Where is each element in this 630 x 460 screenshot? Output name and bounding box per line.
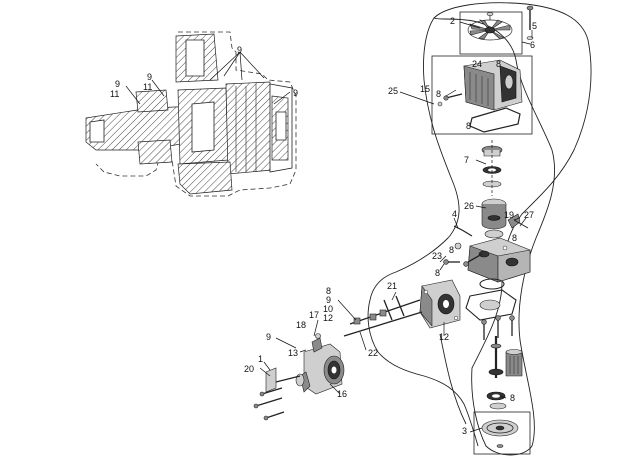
pump-block-assembly: [431, 55, 533, 135]
callout-9-stack: 9: [326, 295, 331, 305]
callout-8-stack: 8: [326, 286, 331, 296]
callout-23: 23: [432, 251, 442, 261]
callout-22: 22: [368, 348, 378, 358]
callout-21: 21: [387, 281, 397, 291]
callout-8-valve: 8: [512, 233, 517, 243]
lower-shaft: [486, 336, 523, 410]
callout-24: 24: [472, 59, 482, 69]
callout-1: 1: [258, 354, 263, 364]
callout-9-right: 9: [293, 88, 298, 98]
callout-15: 15: [420, 84, 430, 94]
callout-8-gasket: 8: [466, 121, 471, 131]
callout-16: 16: [337, 389, 347, 399]
callout-4: 4: [452, 209, 457, 219]
callout-5: 5: [532, 21, 537, 31]
center-housing: [465, 237, 531, 321]
callout-8-pump-left: 8: [436, 89, 441, 99]
callout-8-pump: 8: [496, 59, 501, 69]
callout-10: 10: [323, 304, 333, 314]
callout-3: 3: [462, 426, 467, 436]
pulley-assembly: [473, 411, 531, 455]
callout-8-center: 8: [435, 268, 440, 278]
callout-13: 13: [288, 348, 298, 358]
callout-11-left: 11: [110, 89, 119, 99]
callout-17: 17: [309, 310, 319, 320]
callout-7: 7: [464, 155, 469, 165]
callout-19: 19: [504, 210, 514, 220]
callout-labels: 9 9 11 9 11 9 2 5 6 24 8 15 8 25 8 7 26 …: [110, 16, 537, 436]
callout-12-housing: 12: [439, 332, 449, 342]
fasteners: [343, 253, 515, 340]
callout-27: 27: [524, 210, 534, 220]
callout-9-motor: 9: [266, 332, 271, 342]
callout-18: 18: [296, 320, 306, 330]
callout-9-left: 9: [115, 79, 120, 89]
callout-2: 2: [450, 16, 455, 26]
callout-26: 26: [464, 201, 474, 211]
fan-assembly: [459, 5, 534, 55]
motor-assembly: [253, 333, 345, 421]
callout-8-housing: 8: [449, 245, 454, 255]
callout-12-stack: 12: [323, 313, 333, 323]
leader-lines: [259, 21, 533, 433]
callout-20: 20: [244, 364, 254, 374]
callout-9-top: 9: [237, 45, 242, 55]
cross-section-view: [85, 31, 297, 197]
callout-6: 6: [530, 40, 535, 50]
gear-housing: [419, 279, 461, 329]
assembly-outline: [367, 2, 592, 456]
center-stack: [453, 140, 529, 250]
callout-25: 25: [388, 86, 398, 96]
callout-9-mid: 9: [147, 72, 152, 82]
callout-8-lower: 8: [510, 393, 515, 403]
callout-11-mid: 11: [143, 82, 152, 92]
